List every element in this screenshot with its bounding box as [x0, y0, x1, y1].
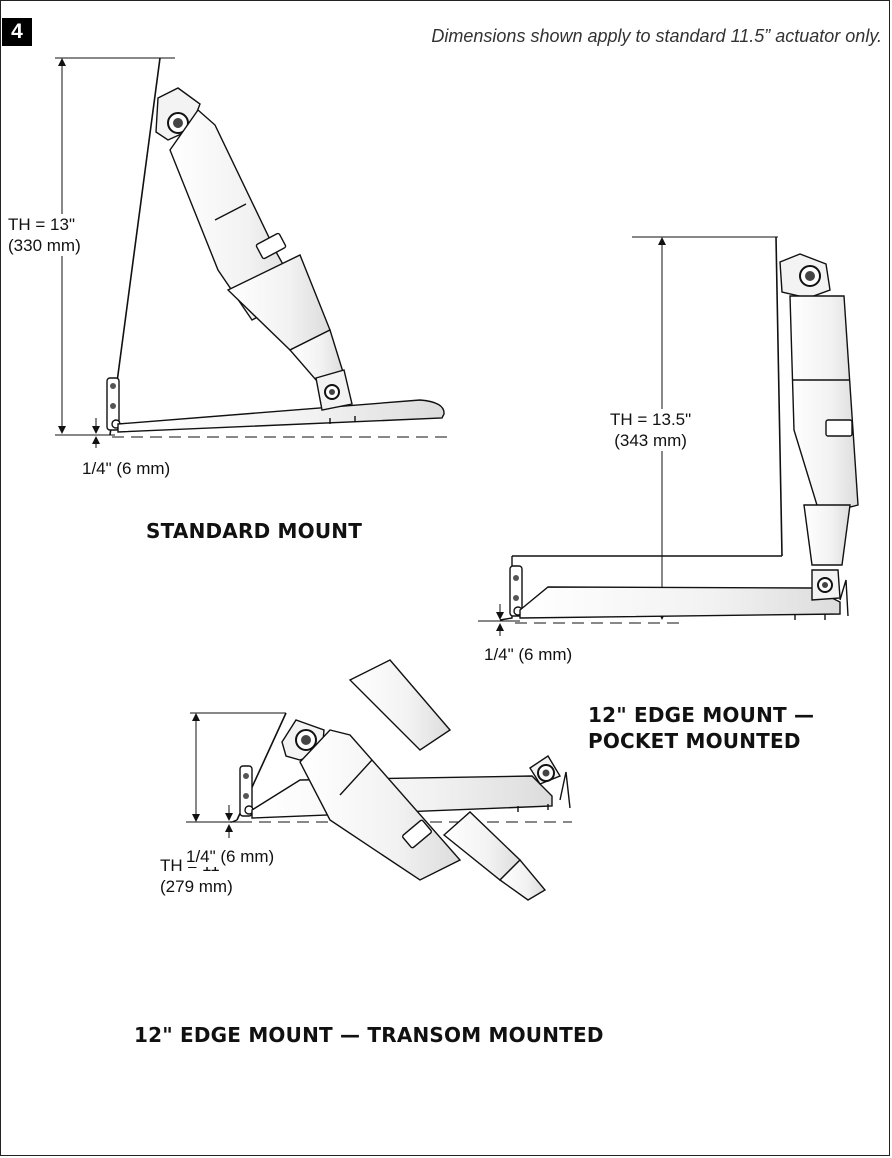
pocket-th-mm: (343 mm)	[614, 431, 687, 450]
pocket-th-inches: TH = 13.5"	[610, 410, 692, 429]
dimensions-note: Dimensions shown apply to standard 11.5”…	[431, 26, 882, 46]
transom-offset-label: 1/4" (6 mm)	[186, 846, 275, 867]
transom-mount-drawing	[186, 659, 572, 901]
pocket-th-label: TH = 13.5" (343 mm)	[610, 409, 692, 451]
standard-mount-drawing	[55, 57, 448, 448]
figure-number-badge: 4	[2, 18, 32, 46]
standard-th-inches: TH = 13"	[8, 215, 75, 234]
standard-th-mm: (330 mm)	[8, 236, 81, 255]
standard-th-label: TH = 13" (330 mm)	[8, 214, 81, 256]
pocket-caption-line2: POCKET MOUNTED	[588, 729, 801, 753]
pocket-mount-caption: 12" EDGE MOUNT — POCKET MOUNTED	[588, 702, 814, 754]
pocket-mount-drawing	[478, 236, 859, 636]
pocket-caption-line1: 12" EDGE MOUNT —	[588, 703, 815, 727]
transom-mount-caption: 12" EDGE MOUNT — TRANSOM MOUNTED	[134, 1023, 604, 1047]
standard-offset-label: 1/4" (6 mm)	[82, 458, 171, 479]
transom-th-mm: (279 mm)	[160, 877, 233, 896]
standard-mount-caption: STANDARD MOUNT	[146, 519, 363, 543]
pocket-offset-label: 1/4" (6 mm)	[484, 644, 573, 665]
